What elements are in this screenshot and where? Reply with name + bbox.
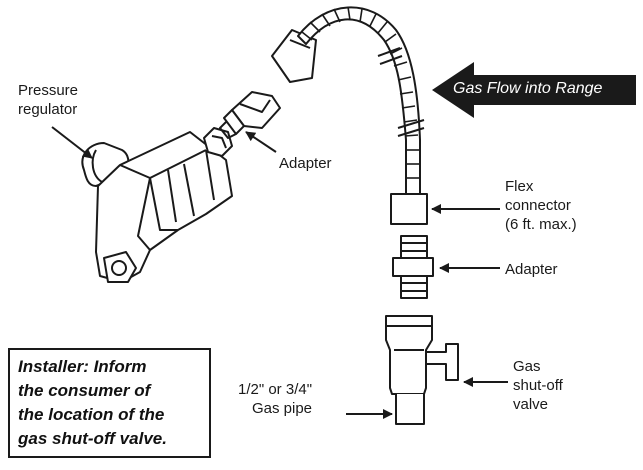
flex-connector-label-line: connector [505, 197, 571, 214]
adapter-upper-pointer [245, 131, 277, 153]
gas-pipe-label: 1/2" or 3/4" Gas pipe [238, 380, 312, 418]
gas-flow-arrow-label: Gas Flow into Range [453, 80, 603, 97]
gas-pipe-label-line: Gas pipe [251, 400, 313, 417]
pressure-regulator-pointer [51, 126, 93, 159]
flex-connector-label-line: Flex [505, 178, 534, 195]
adapter-upper [219, 91, 281, 139]
installer-note-line: gas shut-off valve. [18, 429, 167, 448]
shutoff-valve-label-line: valve [513, 396, 549, 413]
pressure-regulator [81, 127, 233, 283]
installer-note-line: the location of the [18, 405, 165, 424]
shutoff-valve-label-line: Gas [513, 358, 541, 375]
installer-note-line: the consumer of [18, 381, 151, 400]
pressure-regulator-label-line: regulator [18, 101, 78, 118]
installer-note-line: Installer: Inform [18, 357, 147, 376]
flex-connector-label-line: (6 ft. max.) [505, 216, 577, 233]
flex-connector-label: Flex connector (6 ft. max.) [505, 177, 577, 234]
adapter-upper-label: Adapter [279, 155, 332, 172]
adapter-lower [392, 235, 434, 299]
pressure-regulator-label: Pressure regulator [18, 81, 78, 119]
installer-note-box: Installer: Inform the consumer of the lo… [8, 348, 211, 458]
gas-flow-arrow [432, 62, 636, 118]
adapter-lower-label: Adapter [505, 261, 558, 278]
pressure-regulator-label-line: Pressure [18, 82, 79, 99]
shutoff-valve-label: Gas shut-off valve [513, 357, 563, 414]
gas-shutoff-valve [385, 315, 459, 425]
shutoff-valve-label-line: shut-off [513, 377, 563, 394]
gas-pipe-label-line: 1/2" or 3/4" [238, 381, 313, 398]
flex-connector [271, 6, 428, 225]
